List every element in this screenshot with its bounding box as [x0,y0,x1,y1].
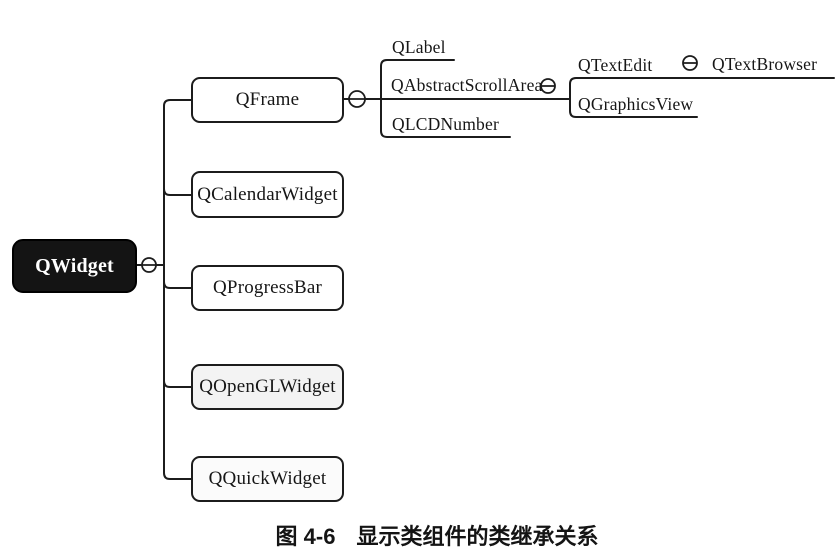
node-qtextbrowser: QTextBrowser [712,54,818,74]
figure-caption-title: 显示类组件的类继承关系 [356,524,599,549]
node-qopenglwidget: QOpenGLWidget [191,364,344,410]
bracket-qframe-children [380,59,511,138]
node-qlabel: QLabel [392,37,446,57]
stub-qopenglwidget [163,380,192,388]
figure-caption: 图 4-6 显示类组件的类继承关系 [0,519,836,551]
node-qframe: QFrame [191,77,344,123]
node-qabstractscrollarea: QAbstractScrollArea [391,75,543,95]
minus-circle-icon-qtextedit [682,55,698,71]
node-qgraphicsview: QGraphicsView [578,94,694,114]
stub-qcalendarwidget [163,188,192,196]
bracket-scrollarea-children [569,77,835,118]
node-qcalendarwidget: QCalendarWidget [191,171,344,218]
node-qquickwidget: QQuickWidget [191,456,344,502]
node-qlcdnumber: QLCDNumber [392,114,499,134]
minus-circle-icon-qwidget [141,257,157,273]
node-qwidget: QWidget [12,239,137,293]
node-qprogressbar: QProgressBar [191,265,344,311]
minus-circle-icon-qabstractscrollarea [540,78,556,94]
spine-qwidget-children [163,99,192,480]
minus-circle-icon-qframe [348,90,366,108]
stub-qprogressbar [163,281,192,289]
node-qtextedit: QTextEdit [578,55,653,75]
figure-caption-number: 图 4-6 [275,524,336,549]
